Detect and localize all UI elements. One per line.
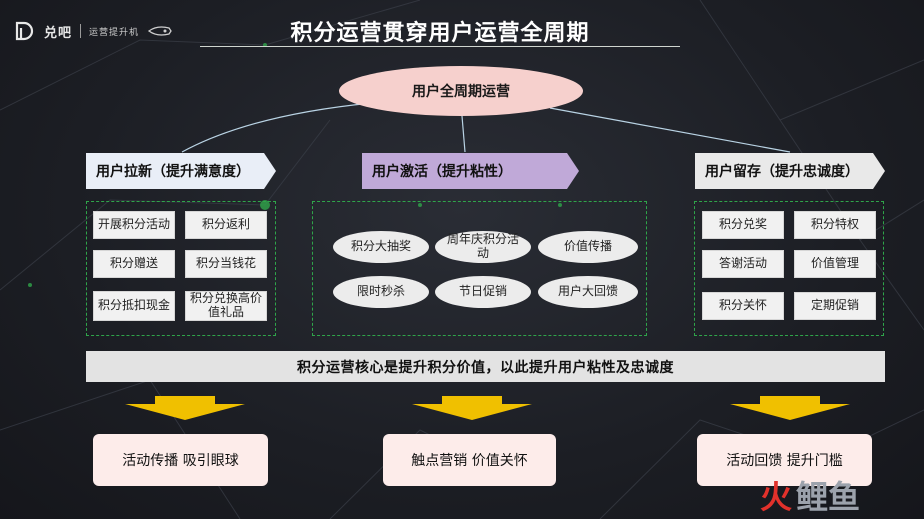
- core-statement-banner: 积分运营核心是提升积分价值，以此提升用户粘性及忠诚度: [86, 351, 885, 382]
- result-box-acquisition: 活动传播 吸引眼球: [93, 434, 268, 486]
- result-box-activation: 触点营销 价值关怀: [383, 434, 556, 486]
- activation-item: 价值传播: [538, 231, 638, 263]
- watermark-fire: 火: [760, 478, 793, 516]
- brand-separator: [80, 24, 82, 38]
- acquisition-item: 积分抵扣现金: [93, 291, 175, 321]
- acquisition-item: 开展积分活动: [93, 211, 175, 239]
- activation-item: 用户大回馈: [538, 276, 638, 308]
- brand-logo: 兑吧 运营提升机: [14, 20, 173, 42]
- acquisition-item: 积分赠送: [93, 250, 175, 278]
- retention-item: 积分关怀: [702, 292, 784, 320]
- column-header-label: 用户激活（提升粘性）: [372, 164, 512, 180]
- activation-group: [312, 201, 647, 336]
- down-arrow-icon: [125, 396, 245, 420]
- page-title: 积分运营贯穿用户运营全周期: [290, 21, 590, 46]
- hub-ellipse: 用户全周期运营: [339, 66, 583, 116]
- acquisition-item: 积分当钱花: [185, 250, 267, 278]
- activation-item: 限时秒杀: [333, 276, 429, 308]
- acquisition-group: [86, 201, 276, 336]
- retention-item: 答谢活动: [702, 250, 784, 278]
- retention-group: [694, 201, 884, 336]
- column-header-retention: 用户留存（提升忠诚度）: [695, 153, 885, 189]
- column-header-label: 用户留存（提升忠诚度）: [705, 164, 859, 180]
- watermark-logo: 火 鲤鱼: [760, 472, 860, 518]
- column-header-activation: 用户激活（提升粘性）: [362, 153, 579, 189]
- result-box-retention: 活动回馈 提升门槛: [697, 434, 872, 486]
- retention-item: 价值管理: [794, 250, 876, 278]
- connector-right: [549, 107, 791, 153]
- retention-item: 定期促销: [794, 292, 876, 320]
- connector-left: [181, 102, 373, 153]
- connector-mid: [461, 115, 466, 153]
- column-header-acquisition: 用户拉新（提升满意度）: [86, 153, 276, 189]
- result-label: 活动传播 吸引眼球: [122, 453, 239, 469]
- column-header-label: 用户拉新（提升满意度）: [96, 164, 250, 180]
- result-label: 活动回馈 提升门槛: [726, 453, 843, 469]
- brand-mark-icon: [15, 21, 34, 41]
- down-arrow-icon: [730, 396, 850, 420]
- brand-subtitle: 运营提升机: [89, 27, 140, 38]
- hub-label: 用户全周期运营: [412, 84, 510, 100]
- acquisition-item: 积分返利: [185, 211, 267, 239]
- activation-item: 周年庆积分活动: [435, 231, 531, 263]
- activation-item: 积分大抽奖: [333, 231, 429, 263]
- down-arrow-icon: [412, 396, 532, 420]
- brand-name: 兑吧: [44, 25, 73, 41]
- watermark-carp: 鲤鱼: [796, 478, 861, 516]
- result-label: 触点营销 价值关怀: [411, 453, 528, 469]
- acquisition-item: 积分兑换高价值礼品: [185, 291, 267, 321]
- activation-item: 节日促销: [435, 276, 531, 308]
- title-underline: [200, 46, 680, 47]
- retention-item: 积分兑奖: [702, 211, 784, 239]
- core-statement-text: 积分运营核心是提升积分价值，以此提升用户粘性及忠诚度: [297, 359, 674, 376]
- retention-item: 积分特权: [794, 211, 876, 239]
- rocket-icon: [147, 26, 172, 36]
